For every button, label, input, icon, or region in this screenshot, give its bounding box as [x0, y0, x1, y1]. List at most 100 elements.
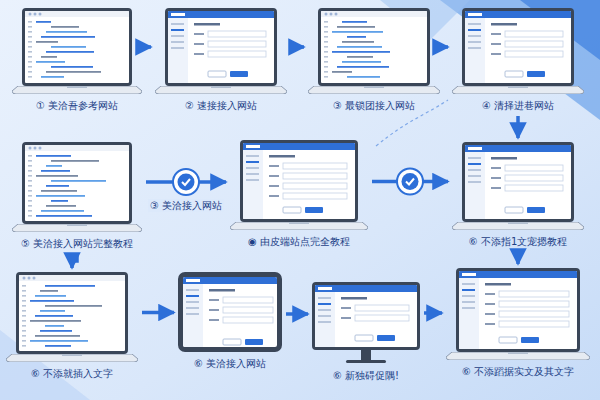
- laptop-deck: [308, 86, 440, 94]
- title-bar: [25, 145, 129, 151]
- line-number: [22, 305, 26, 307]
- device-screen: [456, 268, 580, 352]
- field-label: [491, 43, 501, 45]
- line-number: [28, 76, 32, 78]
- line-number: [28, 21, 32, 23]
- screen-content: [243, 143, 355, 219]
- menu-item: [468, 181, 481, 183]
- screen-content: [25, 145, 129, 221]
- code-line: [35, 315, 73, 317]
- code-line: [337, 66, 389, 68]
- code-line: [41, 56, 57, 58]
- laptop-deck: [12, 224, 142, 232]
- field-label: [194, 33, 204, 35]
- menu-item: [246, 173, 259, 175]
- step-caption: ① 美洽吾参考网站: [36, 99, 118, 112]
- code-line: [46, 185, 69, 187]
- code-line: [41, 190, 77, 192]
- field-label: [485, 293, 495, 295]
- field-label: [491, 53, 501, 55]
- code-line: [40, 330, 72, 332]
- code-line: [46, 71, 101, 73]
- line-number: [28, 215, 32, 217]
- window-dot: [28, 277, 31, 280]
- device-screen: [178, 272, 282, 352]
- device-screen: [165, 8, 277, 86]
- menu-item: [462, 301, 475, 303]
- line-number: [324, 46, 328, 48]
- form-title: [269, 155, 295, 158]
- monitor-mockup: ⑥ 新独碍促隅!: [312, 282, 420, 382]
- flow-arrow: [516, 252, 520, 264]
- line-number: [28, 155, 32, 157]
- line-number: [22, 345, 26, 347]
- header-bar: [459, 271, 577, 278]
- field-label: [269, 175, 279, 177]
- menu-item: [468, 163, 481, 165]
- input-field: [283, 183, 347, 189]
- button: [505, 207, 523, 213]
- window-dot: [29, 13, 32, 16]
- line-number: [22, 310, 26, 312]
- corner-shape: [0, 330, 90, 400]
- code-line: [36, 175, 78, 177]
- code-line: [46, 51, 94, 53]
- form-title: [491, 23, 517, 26]
- laptop-deck: [446, 352, 590, 360]
- laptop-base: [452, 222, 584, 230]
- button: [283, 207, 301, 213]
- code-line: [30, 340, 88, 342]
- code-line: [51, 66, 93, 68]
- input-field: [208, 41, 266, 47]
- menu-item: [318, 321, 331, 323]
- screen-content: [465, 145, 571, 219]
- form-title: [485, 283, 511, 286]
- laptop-deck: [452, 86, 584, 94]
- laptop-base: [308, 86, 440, 94]
- line-number: [28, 185, 32, 187]
- code-line: [337, 46, 382, 48]
- menu-item: [468, 29, 481, 31]
- window-dot: [29, 147, 32, 150]
- code-line: [41, 76, 64, 78]
- menu-item: [171, 29, 184, 31]
- menu-item: [318, 303, 331, 305]
- menu-item: [186, 307, 199, 309]
- input-field: [505, 175, 563, 181]
- menu-item: [171, 41, 184, 43]
- code-line: [36, 155, 71, 157]
- laptop-base: [155, 86, 287, 94]
- field-label: [209, 309, 219, 311]
- laptop-notch: [211, 86, 231, 88]
- menu-item: [171, 35, 184, 37]
- menu-item: [246, 179, 259, 181]
- code-line: [337, 26, 375, 28]
- line-number: [28, 31, 32, 33]
- title-bar: [321, 11, 427, 17]
- code-line: [45, 325, 64, 327]
- screen-content: [459, 271, 577, 349]
- line-number: [22, 325, 26, 327]
- header-bar: [465, 145, 571, 152]
- line-number: [28, 61, 32, 63]
- window-dot: [33, 277, 36, 280]
- line-number: [28, 180, 32, 182]
- laptop-mockup: ① 美洽吾参考网站: [12, 8, 142, 112]
- code-line: [51, 200, 68, 202]
- input-field: [283, 173, 347, 179]
- code-line: [36, 195, 85, 197]
- menu-item: [468, 23, 481, 25]
- device-screen: [22, 142, 132, 224]
- input-field: [355, 305, 409, 311]
- line-number: [22, 340, 26, 342]
- form-title: [194, 23, 220, 26]
- line-number: [22, 335, 26, 337]
- logo: [468, 147, 482, 150]
- field-label: [269, 185, 279, 187]
- input-field: [505, 51, 563, 57]
- field-label: [485, 323, 495, 325]
- code-line: [30, 300, 74, 302]
- screen-content: [168, 11, 274, 83]
- step-caption: ⑥ 不添蹈据实文及其文字: [462, 365, 574, 378]
